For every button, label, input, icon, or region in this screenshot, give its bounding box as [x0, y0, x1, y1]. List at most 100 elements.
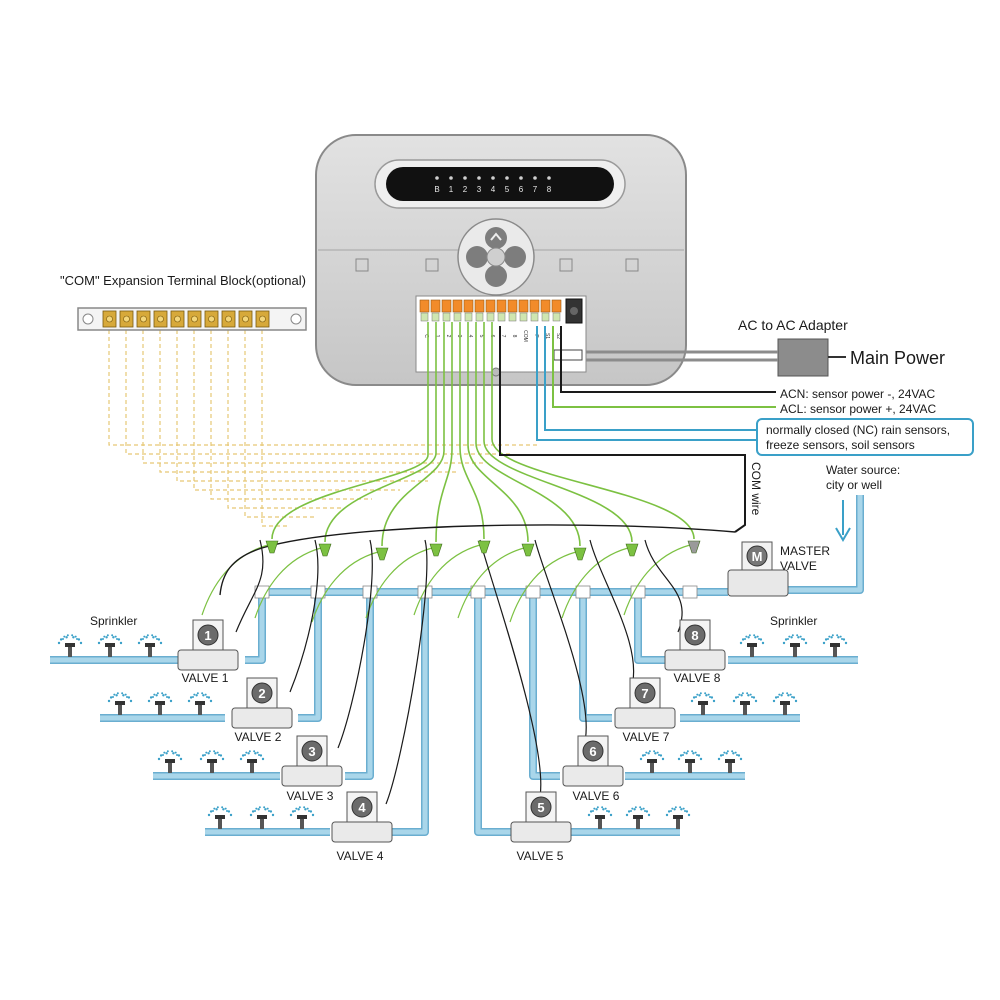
expansion-terminal-screw	[208, 315, 215, 323]
branch-3-core	[345, 592, 373, 779]
zone-wire	[467, 322, 529, 543]
valve-number-badge	[301, 740, 323, 762]
master-valve-symbol: M	[752, 549, 763, 564]
terminal-screw	[508, 312, 517, 322]
zone-wire	[475, 322, 581, 547]
terminal-screw	[420, 312, 429, 322]
valve-lead	[623, 544, 691, 616]
sprinkler-head-icon	[717, 750, 743, 773]
sensor-wires	[536, 326, 776, 441]
led-dot	[533, 176, 537, 180]
wire-nut-icon	[477, 540, 491, 554]
valve-number-badge	[197, 624, 219, 646]
sprinkler-head-icon	[782, 634, 808, 657]
valve-body	[281, 765, 343, 787]
valve-label: VALVE 4	[337, 849, 384, 863]
branch-6-core	[530, 592, 560, 779]
valve-lead	[201, 544, 269, 616]
terminal-label: 3	[456, 335, 462, 338]
branch-8	[634, 592, 665, 664]
dashed-wire	[244, 330, 316, 518]
wire-nut-icon	[687, 540, 701, 554]
valve-label: VALVE 6	[573, 789, 620, 803]
terminal-screw	[464, 312, 473, 322]
sprinkler-label-left: Sprinkler	[90, 614, 137, 628]
terminal-label: 8	[511, 335, 517, 338]
expansion-terminal-screw	[123, 315, 130, 323]
terminal-screw	[475, 312, 484, 322]
dashed-wire	[261, 330, 288, 527]
valve-number: 6	[589, 744, 596, 759]
wire-nut-icon	[265, 540, 279, 554]
sprinkler-head-icon	[587, 806, 613, 829]
branch-2	[298, 592, 322, 722]
valve-number-badge	[634, 682, 656, 704]
sprinkler-head-icon	[665, 806, 691, 829]
com-wire	[499, 326, 746, 533]
valve-label: VALVE 8	[674, 671, 721, 685]
valve-lead	[561, 547, 629, 619]
dashed-wire	[193, 330, 400, 491]
terminal-slot	[540, 299, 551, 313]
valve-number-badge	[582, 740, 604, 762]
pipe-tee	[682, 585, 698, 599]
acn-label: ACN: sensor power -, 24VAC	[780, 387, 936, 401]
sprinkler-head-icon	[107, 692, 133, 715]
ac-adapter-label: AC to AC Adapter	[738, 317, 848, 333]
valve-number: 2	[258, 686, 265, 701]
master-valve-label-line1: MASTER	[780, 544, 830, 558]
pipe-tee	[470, 585, 486, 599]
terminal-screw	[442, 312, 451, 322]
expansion-terminal-screw	[174, 315, 181, 323]
com-lead	[337, 539, 373, 749]
water-source-label-line1: Water source:	[826, 463, 900, 477]
branch-3	[345, 592, 374, 780]
com-lead	[479, 539, 542, 805]
sprinkler-head-icon	[625, 806, 651, 829]
terminal-screw	[486, 312, 495, 322]
valve-lead	[457, 547, 525, 619]
acl-label: ACL: sensor power +, 24VAC	[780, 402, 937, 416]
expansion-terminal-screw	[157, 315, 164, 323]
led-label: 6	[519, 185, 524, 194]
com-lead	[235, 539, 264, 633]
dashed-wire	[125, 330, 512, 455]
sprinkler-head-icon	[690, 692, 716, 715]
water-pipes	[50, 495, 864, 836]
master-valve: M	[727, 541, 789, 597]
led-label: 3	[477, 185, 482, 194]
expansion-block-label: "COM" Expansion Terminal Block(optional)	[60, 273, 306, 288]
valve-number: 7	[641, 686, 648, 701]
master-valve-label-line2: VALVE	[780, 559, 817, 573]
dashed-wire	[108, 330, 540, 446]
sprinkler-head-icon	[289, 806, 315, 829]
com-lead	[289, 539, 319, 693]
valve-lead	[413, 544, 481, 616]
sprinkler-head-icon	[147, 692, 173, 715]
led-label: 2	[463, 185, 468, 194]
wire-nut-icon	[429, 543, 443, 557]
wire-nut-connectors	[265, 540, 701, 561]
control-dial[interactable]	[457, 218, 535, 296]
com-lead	[644, 539, 683, 633]
sensor-callout-line2: freeze sensors, soil sensors	[766, 438, 915, 452]
terminal-label: S1	[544, 333, 550, 339]
sprinkler-head-icon	[739, 634, 765, 657]
zone-wire	[324, 322, 437, 543]
valve-body	[562, 765, 624, 787]
valve-number: 3	[308, 744, 315, 759]
zone-wires	[201, 322, 695, 623]
terminal-slot	[518, 299, 529, 313]
terminal-slot	[485, 299, 496, 313]
valve-label: VALVE 7	[623, 730, 670, 744]
expansion-terminal-screw	[140, 315, 147, 323]
wire-nut-icon	[375, 547, 389, 561]
sensor-callout: normally closed (NC) rain sensors, freez…	[756, 418, 974, 456]
wire-nut-icon	[521, 543, 535, 557]
